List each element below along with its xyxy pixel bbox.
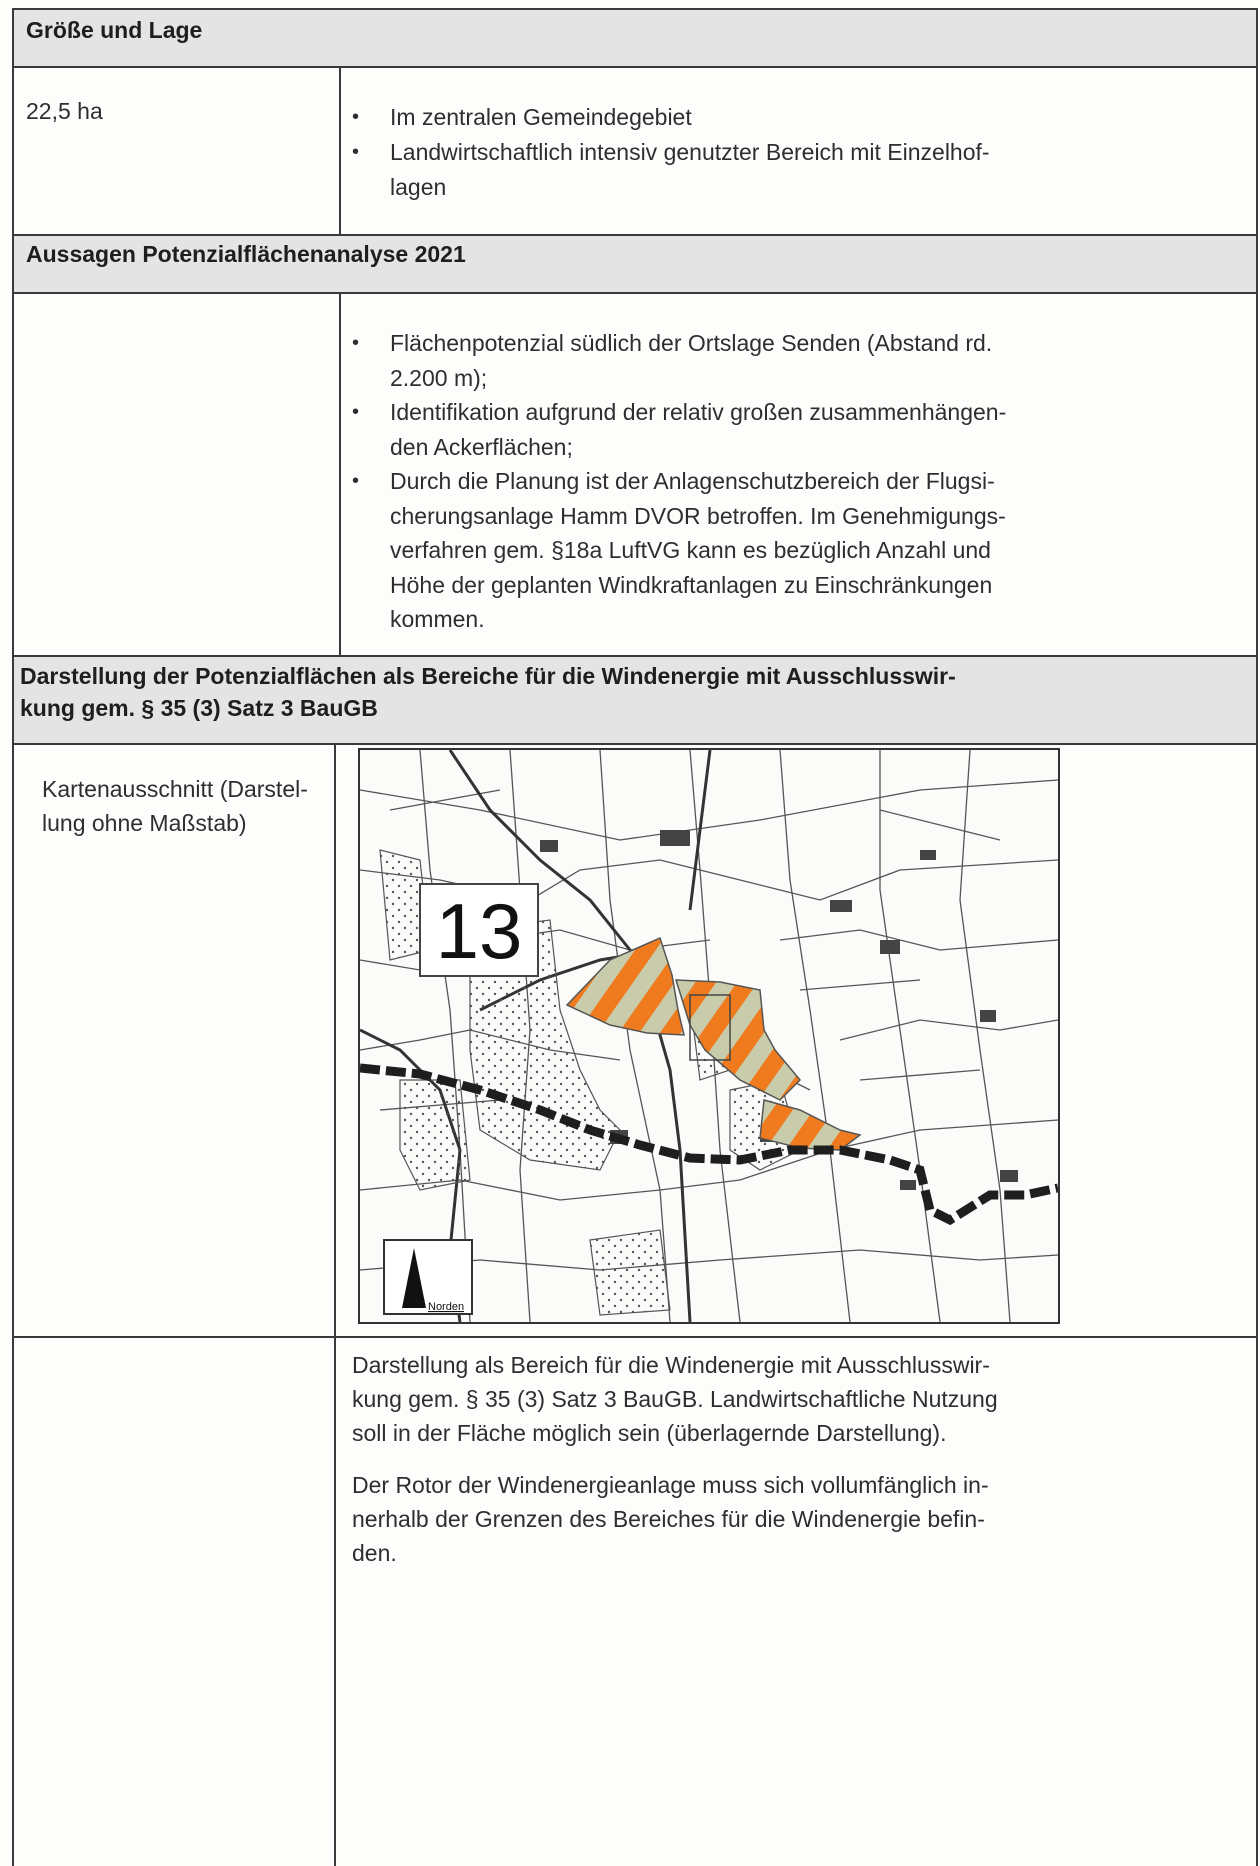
list-item: Im zentralen Gemeindegebiet — [352, 100, 1232, 135]
list-item-text: Landwirtschaftlich intensiv genutzter Be… — [390, 139, 990, 165]
map-caption: Kartenausschnitt (Darstel- lung ohne Maß… — [42, 772, 308, 840]
area-number-box — [419, 883, 539, 977]
map-excerpt: 13 Norden — [358, 748, 1060, 1324]
list-item-line: cherungsanlage Hamm DVOR betroffen. Im G… — [390, 502, 1006, 529]
paragraph-line: kung gem. § 35 (3) Satz 3 BauGB. Landwir… — [352, 1386, 998, 1412]
potential-area-13 — [565, 936, 862, 1151]
north-label: Norden — [428, 1301, 464, 1313]
list-item-line: Höhe der geplanten Windkraftanlagen zu E… — [390, 571, 993, 598]
list-item-line: Durch die Planung ist der Anlagenschutzb… — [390, 468, 995, 494]
section-header-groesse — [14, 10, 1258, 66]
list-item-line: verfahren gem. §18a LuftVG kann es bezüg… — [390, 537, 991, 563]
list-item-line: Identifikation aufgrund der relativ groß… — [390, 399, 1007, 425]
list-item: Identifikation aufgrund der relativ groß… — [352, 395, 1232, 464]
municipal-boundary — [360, 1063, 1058, 1226]
list-item-text: Im zentralen Gemeindegebiet — [390, 104, 692, 130]
area-size: 22,5 ha — [26, 98, 103, 124]
paragraph-line: Der Rotor der Windenergieanlage muss sic… — [352, 1472, 989, 1498]
section-header-darstellung — [14, 657, 1258, 743]
section-title-groesse: Größe und Lage — [26, 17, 203, 43]
map-graphic: 13 Norden — [360, 750, 1058, 1322]
paragraph-line: soll in der Fläche möglich sein (überlag… — [352, 1420, 947, 1446]
paragraph: Der Rotor der Windenergieanlage muss sic… — [352, 1468, 1242, 1570]
section-title-aussagen: Aussagen Potenzialflächenanalyse 2021 — [26, 241, 466, 267]
location-list: Im zentralen Gemeindegebiet Landwirtscha… — [352, 100, 1232, 205]
section-header-aussagen — [14, 236, 1258, 292]
list-item-line: kommen. — [390, 606, 485, 632]
list-item-text: lagen — [390, 174, 447, 200]
paragraph-line: Darstellung als Bereich für die Windener… — [352, 1352, 990, 1378]
section-title-darstellung: Darstellung der Potenzialflächen als Ber… — [20, 660, 956, 724]
list-item: Durch die Planung ist der Anlagenschutzb… — [352, 464, 1232, 637]
analysis-list: Flächenpotenzial südlich der Ortslage Se… — [352, 326, 1232, 637]
north-arrow-box — [383, 1239, 473, 1315]
list-item-line: den Ackerflächen; — [390, 433, 573, 460]
list-item: Landwirtschaftlich intensiv genutzter Be… — [352, 135, 1232, 205]
area-number: 13 — [436, 887, 523, 975]
list-item-line: 2.200 m); — [390, 364, 488, 391]
paragraph: Darstellung als Bereich für die Windener… — [352, 1348, 1242, 1450]
map-caption-line: lung ohne Maßstab) — [42, 810, 247, 836]
description-text: Darstellung als Bereich für die Windener… — [352, 1348, 1242, 1588]
paragraph-line: nerhalb der Grenzen des Bereiches für di… — [352, 1506, 985, 1532]
north-arrow-icon — [402, 1248, 426, 1308]
list-item-line: Flächenpotenzial südlich der Ortslage Se… — [390, 330, 993, 356]
list-item: Flächenpotenzial südlich der Ortslage Se… — [352, 326, 1232, 395]
paragraph-line: den. — [352, 1540, 397, 1566]
map-caption-line: Kartenausschnitt (Darstel- — [42, 776, 308, 802]
section-title-darstellung-line1: Darstellung der Potenzialflächen als Ber… — [20, 663, 956, 689]
section-title-darstellung-line2: kung gem. § 35 (3) Satz 3 BauGB — [20, 695, 378, 721]
